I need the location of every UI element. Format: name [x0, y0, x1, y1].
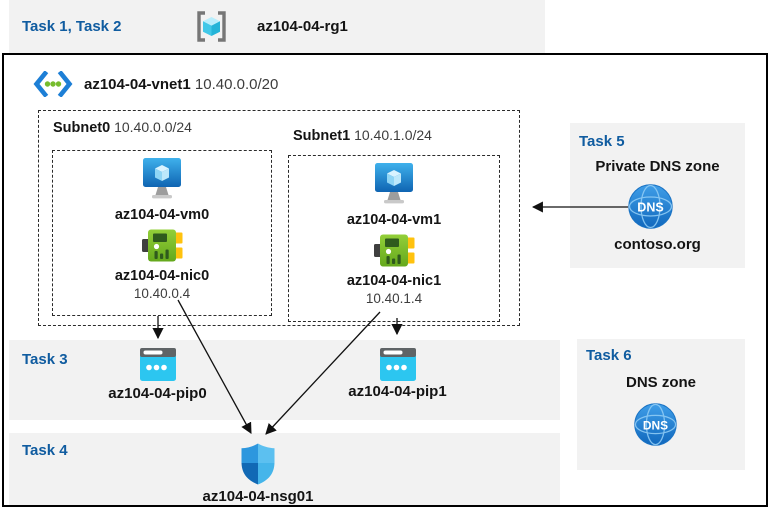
- vm0-name: az104-04-vm0: [114, 207, 210, 223]
- private-dns-zone-name: contoso.org: [614, 236, 701, 253]
- vnet-name: az104-04-vnet1: [84, 75, 191, 93]
- task3-label: Task 3: [22, 351, 68, 368]
- task4-band: [9, 433, 560, 505]
- subnet0-name: Subnet0: [53, 120, 111, 136]
- nic0-name: az104-04-nic0: [114, 268, 210, 284]
- subnet1-box: [288, 155, 500, 322]
- nic1-icon: [373, 233, 415, 269]
- vnet-cidr: 10.40.0.0/20: [194, 75, 279, 93]
- pip0-name: az104-04-pip0: [108, 385, 207, 402]
- vnet-title: az104-04-vnet1 10.40.0.0/20: [84, 76, 278, 93]
- nic1-ip: 10.40.1.4: [365, 291, 423, 306]
- task12-label: Task 1, Task 2: [22, 18, 122, 35]
- pip1-icon: [380, 348, 416, 381]
- subnet1-cidr: 10.40.1.0/24: [354, 127, 432, 143]
- nsg-icon: [241, 443, 275, 485]
- vm1-name: az104-04-vm1: [346, 212, 442, 228]
- nic0-icon: [141, 228, 183, 264]
- subnet1-content: az104-04-vm1 az104-04-nic1 10.40.1.4: [288, 163, 500, 306]
- private-dns-zone-title: Private DNS zone: [595, 158, 720, 175]
- task4-label: Task 4: [22, 442, 68, 459]
- task5-label: Task 5: [579, 133, 625, 150]
- nsg-name: az104-04-nsg01: [202, 488, 314, 505]
- dns-zone-icon: DNS: [634, 403, 677, 446]
- task3-band: [9, 340, 560, 420]
- nic1-name: az104-04-nic1: [346, 273, 442, 289]
- pip1-name: az104-04-pip1: [348, 383, 447, 400]
- dns-zone-icon-text: DNS: [643, 418, 668, 432]
- task5-panel: Task 5 Private DNS zone DNS contoso.org: [570, 123, 745, 268]
- subnet0-label: Subnet0 10.40.0.0/24: [53, 119, 192, 136]
- vm0-icon: [139, 158, 185, 201]
- dns-zone-title: DNS zone: [625, 374, 696, 391]
- subnet0-cidr: 10.40.0.0/24: [114, 119, 192, 135]
- pip0-icon: [140, 348, 176, 381]
- vnet-header: az104-04-vnet1 10.40.0.0/20: [33, 71, 278, 97]
- task12-band: Task 1, Task 2 az104-04-rg1: [9, 0, 545, 53]
- vnet-icon: [33, 71, 73, 97]
- private-dns-icon: DNS: [628, 184, 673, 229]
- task6-panel: Task 6 DNS zone DNS: [577, 339, 745, 470]
- nic0-ip: 10.40.0.4: [133, 286, 191, 301]
- subnet0-content: az104-04-vm0 az104-04-nic0 10.40.0.4: [52, 158, 272, 301]
- subnet0-box: [52, 150, 272, 316]
- resource-group-name: az104-04-rg1: [257, 18, 348, 35]
- subnet1-label: Subnet1 10.40.1.0/24: [293, 127, 432, 144]
- private-dns-icon-text: DNS: [637, 201, 663, 215]
- subnet1-name: Subnet1: [293, 128, 351, 144]
- task6-label: Task 6: [586, 347, 632, 364]
- vm1-icon: [371, 163, 417, 206]
- resource-group-icon: [193, 8, 230, 45]
